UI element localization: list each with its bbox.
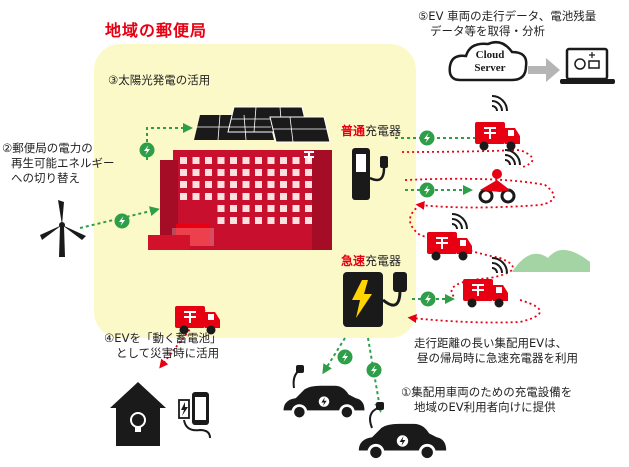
- normal-charger-label-black: 充電器: [365, 124, 402, 138]
- building-window: [267, 181, 275, 188]
- building-window: [280, 193, 287, 200]
- renewable-label-line-3: への切り替え: [11, 171, 80, 185]
- building-window: [292, 181, 300, 188]
- building-window: [305, 205, 312, 212]
- solar-panels-icon: [194, 106, 331, 143]
- building-window: [255, 217, 262, 224]
- delivery-truck-1: [475, 122, 520, 151]
- data-label-line-1: ⑤EV 車両の走行データ、電池残量: [418, 9, 597, 23]
- building-window: [217, 169, 225, 176]
- battery-label-line-1: ④EVを「動く蓄電池」: [104, 331, 222, 345]
- building-window: [230, 193, 237, 200]
- fast-charger-label-red: 急速: [341, 254, 366, 268]
- building-window: [255, 169, 262, 176]
- delivery-truck-2: [427, 232, 472, 261]
- delivery-truck-3: [463, 279, 508, 308]
- building-window: [267, 169, 275, 176]
- building-window: [255, 157, 262, 164]
- building-window: [242, 193, 250, 200]
- building-window: [305, 217, 312, 224]
- fast-charger-icon: [343, 272, 407, 327]
- building-window: [192, 169, 200, 176]
- building-window: [205, 181, 212, 188]
- building-window: [217, 205, 225, 212]
- building-window: [267, 193, 275, 200]
- building-window: [305, 169, 312, 176]
- house-icon: [110, 382, 166, 446]
- building-window: [192, 181, 200, 188]
- normal-charger-label: 普通充電器: [341, 122, 401, 139]
- building-window: [242, 157, 250, 164]
- hills-icon: [512, 249, 590, 272]
- building-window: [230, 157, 237, 164]
- long-distance-label-line-2: 昼の帰局時に急速充電器を利用: [417, 351, 578, 365]
- ev-car-1-icon: [283, 385, 365, 421]
- building-window: [280, 169, 287, 176]
- building-window: [267, 157, 275, 164]
- building-window: [217, 217, 225, 224]
- building-window: [305, 193, 312, 200]
- building-window: [192, 157, 200, 164]
- battery-icon: [178, 392, 211, 439]
- post-office-building-icon: [148, 150, 332, 250]
- building-window: [292, 205, 300, 212]
- building-window: [180, 157, 187, 164]
- building-window: [292, 193, 300, 200]
- building-window: [242, 181, 250, 188]
- building-window: [242, 169, 250, 176]
- building-window: [280, 157, 287, 164]
- cloud-server-label: Cloud Server: [468, 49, 512, 75]
- battery-label-line-2: として災害時に活用: [116, 346, 220, 360]
- building-window: [217, 181, 225, 188]
- renewable-label-line-2: 再生可能エネルギー: [11, 156, 115, 170]
- normal-charger-icon: [352, 148, 388, 200]
- building-window: [292, 157, 300, 164]
- renewable-label-line-1: ②郵便局の電力の: [2, 141, 93, 155]
- building-window: [305, 181, 312, 188]
- cloud-label-line-2: Server: [474, 62, 506, 74]
- building-window: [267, 217, 275, 224]
- public-charging-label-line-1: ①集配用車両のための充電設備を: [401, 385, 573, 399]
- building-window: [180, 169, 187, 176]
- building-window: [180, 181, 187, 188]
- fast-charger-label-black: 充電器: [365, 254, 402, 268]
- building-window: [217, 193, 225, 200]
- cloud-server-icon: [448, 41, 528, 82]
- cloud-label-line-1: Cloud: [475, 49, 505, 61]
- fast-charger-label: 急速充電器: [341, 252, 401, 269]
- building-window: [192, 193, 200, 200]
- building-window: [230, 205, 237, 212]
- building-window: [205, 157, 212, 164]
- long-distance-label-line-1: 走行距離の長い集配用EVは、: [414, 336, 568, 350]
- ev-car-2-icon: [358, 423, 447, 461]
- building-window: [242, 205, 250, 212]
- building-window: [292, 217, 300, 224]
- building-window: [255, 181, 262, 188]
- building-window: [230, 217, 237, 224]
- building-window: [180, 193, 187, 200]
- building-window: [280, 217, 287, 224]
- building-window: [230, 181, 237, 188]
- building-window: [267, 205, 275, 212]
- solar-label: ③太陽光発電の活用: [108, 73, 211, 87]
- building-window: [205, 193, 212, 200]
- arrow-right-icon: [528, 58, 560, 82]
- building-window: [217, 157, 225, 164]
- building-window: [280, 181, 287, 188]
- normal-charger-label-red: 普通: [341, 124, 366, 138]
- building-window: [242, 217, 250, 224]
- building-window: [255, 205, 262, 212]
- building-window: [280, 205, 287, 212]
- building-window: [255, 193, 262, 200]
- laptop-icon: [560, 47, 615, 84]
- page-title: 地域の郵便局: [105, 21, 208, 40]
- data-label-line-2: データ等を取得・分析: [430, 24, 545, 38]
- building-window: [205, 169, 212, 176]
- public-charging-label-line-2: 地域のEV利用者向けに提供: [414, 400, 556, 414]
- wind-turbine-icon: [40, 200, 86, 257]
- building-window: [230, 169, 237, 176]
- building-window: [292, 169, 300, 176]
- delivery-motorbike-icon: [478, 149, 521, 204]
